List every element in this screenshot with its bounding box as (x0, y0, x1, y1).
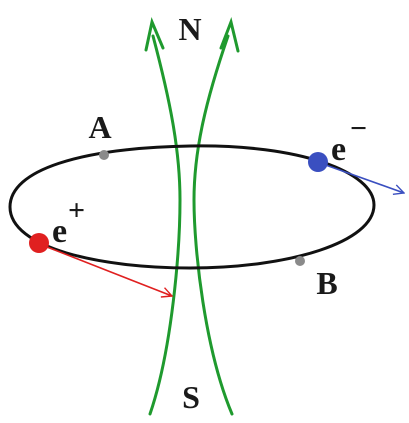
positron-sign: + (68, 194, 85, 227)
point-a-label: A (88, 109, 111, 145)
point-b-label: B (316, 265, 337, 301)
positron-particle (29, 233, 49, 253)
field-line-left (148, 34, 182, 416)
point-a-marker (99, 150, 109, 160)
electron-label: e (331, 131, 346, 168)
field-lines (144, 16, 240, 416)
electron-particle (308, 152, 328, 172)
point-b-marker (295, 256, 305, 266)
ring-loop (8, 144, 376, 270)
south-pole-label: S (182, 379, 200, 415)
field-line-right (192, 34, 234, 416)
electron-velocity-arrow (319, 162, 404, 193)
positron-label: e (52, 213, 67, 250)
positron-velocity-arrow (41, 244, 172, 296)
field-line-left-arrowhead (144, 17, 165, 52)
electron-sign: − (350, 112, 367, 145)
north-pole-label: N (178, 11, 201, 47)
field-line-right-arrowhead (219, 16, 240, 53)
